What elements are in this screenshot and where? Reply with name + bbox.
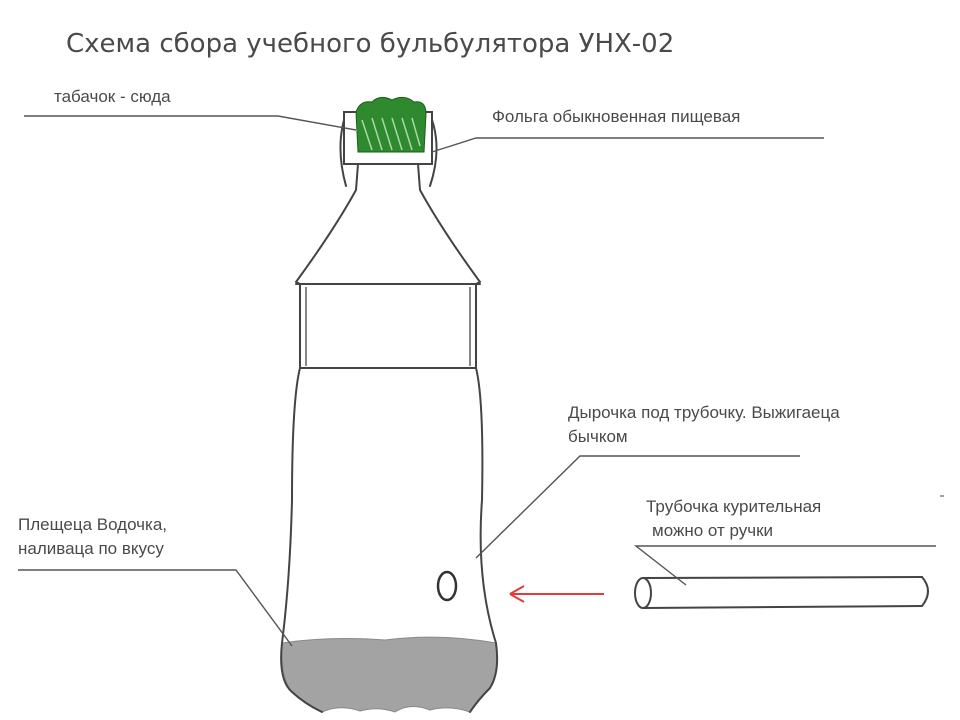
tube-label-line1: Трубочка курительная <box>646 497 821 516</box>
hole-leader-line <box>475 455 800 559</box>
tube-label-line2: можно от ручки <box>652 521 773 540</box>
tobacco-label: табачок - сюда <box>54 87 171 106</box>
foil-label: Фольга обыкновенная пищевая <box>492 107 740 126</box>
tobacco <box>355 96 427 153</box>
water-leader-line <box>18 569 293 647</box>
smoking-tube <box>634 576 929 609</box>
water-label-line2: наливаца по вкусу <box>18 539 164 558</box>
tube-leader-line <box>633 545 936 586</box>
hole-label-line2: бычком <box>568 427 628 446</box>
insert-arrow <box>509 585 604 603</box>
water-fill <box>281 636 498 713</box>
tobacco-leader-line <box>24 115 357 131</box>
hole-label-line1: Дырочка под трубочку. Выжигаеца <box>568 403 840 422</box>
water-label-line1: Плещеца Водочка, <box>18 515 167 534</box>
foil-leader-line <box>431 137 824 153</box>
diagram-title: Схема сбора учебного бульбулятора УНХ-02 <box>66 29 674 59</box>
pipe-hole <box>436 570 458 602</box>
bottle <box>280 163 499 713</box>
